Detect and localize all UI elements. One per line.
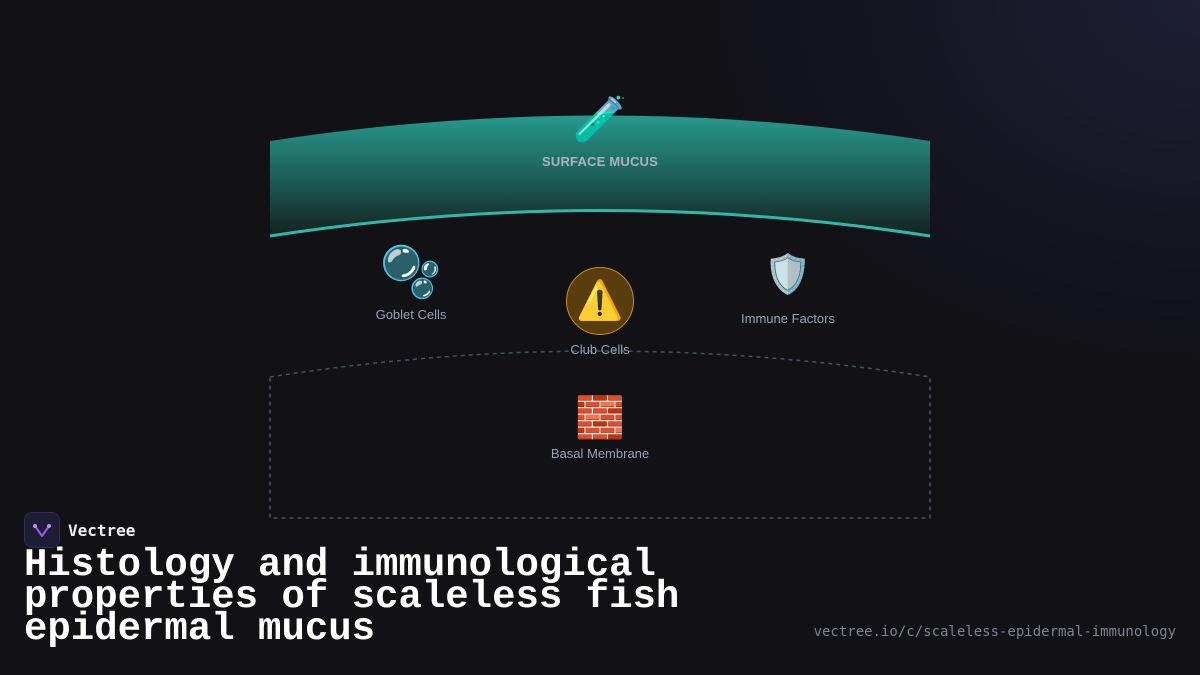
- club-cells-node: ⚠️ Club Cells: [520, 267, 680, 357]
- basal-membrane-node: 🧱 Basal Membrane: [520, 398, 680, 461]
- surface-mucus-label: SURFACE MUCUS: [542, 154, 658, 169]
- immune-factors-label: Immune Factors: [741, 311, 835, 326]
- goblet-cells-node: 🫧 Goblet Cells: [341, 247, 481, 322]
- surface-mucus-node: 🧪 SURFACE MUCUS: [500, 95, 700, 170]
- goblet-cells-label: Goblet Cells: [375, 307, 447, 322]
- vectree-logo-icon: [24, 512, 60, 548]
- club-cells-badge: ⚠️: [566, 267, 634, 335]
- shield-icon: 🛡️: [764, 254, 812, 296]
- warning-icon: ⚠️: [576, 280, 624, 322]
- soap-bubbles-icon: 🫧: [379, 244, 443, 300]
- source-url: vectree.io/c/scaleless-epidermal-immunol…: [813, 624, 1176, 640]
- brand-name: Vectree: [68, 520, 136, 540]
- club-cells-label: Club Cells: [570, 342, 630, 357]
- surface-mucus-layer: [270, 115, 930, 236]
- brand: Vectree: [24, 512, 135, 548]
- brick-icon: 🧱: [575, 396, 625, 440]
- surface-mucus-boundary: [269, 209, 931, 238]
- page-title: Histology and immunological properties o…: [24, 543, 680, 651]
- basal-membrane-label: Basal Membrane: [550, 446, 650, 461]
- basal-membrane-region: [269, 350, 931, 519]
- test-tube-icon: 🧪: [572, 95, 628, 144]
- immune-factors-node: 🛡️ Immune Factors: [713, 256, 863, 326]
